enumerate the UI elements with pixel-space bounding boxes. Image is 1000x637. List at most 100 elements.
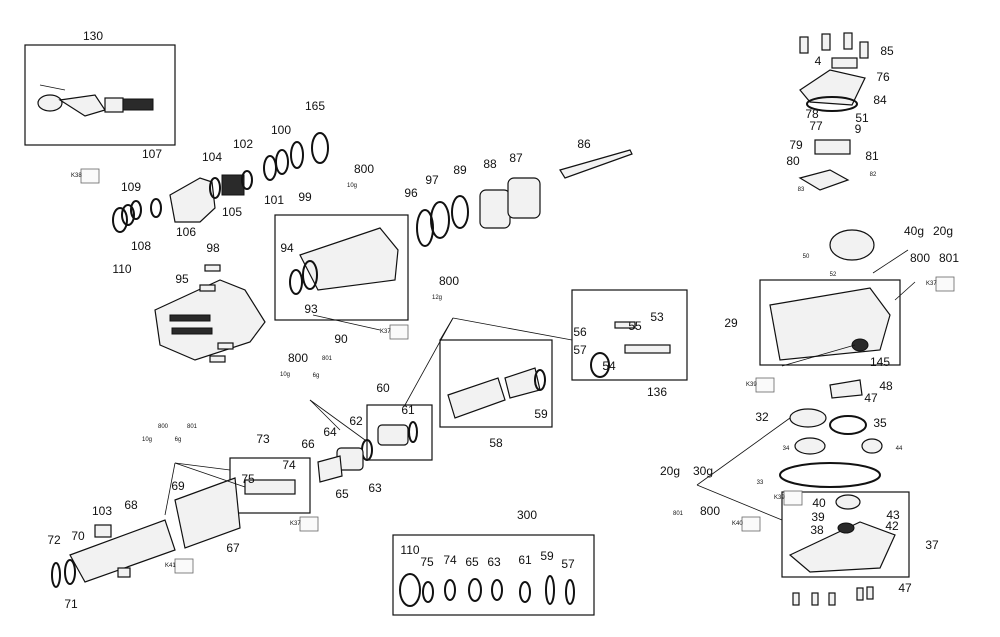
part-number-label: 55 <box>628 319 642 333</box>
part-number-label: 76 <box>876 70 890 84</box>
part-number-label: 40 <box>812 496 826 510</box>
assembly-60 <box>366 404 433 461</box>
part-number-label: 10g <box>142 437 152 443</box>
part-number-label: 67 <box>226 541 240 555</box>
tool-tag-label: K39 <box>774 495 785 501</box>
part-number-label: 108 <box>131 239 151 253</box>
part-number-label: 62 <box>349 414 363 428</box>
part-number-label: 75 <box>420 555 434 569</box>
part-number-label: 145 <box>870 355 890 369</box>
part-number-label: 85 <box>880 44 894 58</box>
part-number-label: 66 <box>301 437 315 451</box>
part-number-label: 104 <box>202 150 222 164</box>
part-number-label: 20g <box>660 464 680 478</box>
part-number-label: 800 <box>288 351 308 365</box>
part-number-label: 90 <box>334 332 348 346</box>
part-number-label: 63 <box>368 481 382 495</box>
part-number-label: 60 <box>376 381 390 395</box>
part-number-label: 801 <box>322 356 333 362</box>
tool-tag-label: K37 <box>926 281 937 287</box>
part-number-label: 89 <box>453 163 467 177</box>
part-number-label: 44 <box>896 446 903 452</box>
part-number-label: 59 <box>534 407 548 421</box>
part-number-label: 800 <box>158 424 169 430</box>
part-number-label: 136 <box>647 385 667 399</box>
part-number-label: 57 <box>561 557 575 571</box>
part-number-label: 29 <box>724 316 738 330</box>
part-number-label: 800 <box>439 274 459 288</box>
part-number-label: 101 <box>264 193 284 207</box>
tool-icon <box>755 377 775 393</box>
part-number-label: 35 <box>873 416 887 430</box>
part-number-label: 64 <box>323 425 337 439</box>
part-number-label: 58 <box>489 436 503 450</box>
part-number-label: 63 <box>487 555 501 569</box>
part-number-label: 57 <box>573 343 587 357</box>
part-number-label: 83 <box>798 187 805 193</box>
upper-parts <box>112 132 633 233</box>
part-number-label: 300 <box>517 508 537 522</box>
assembly-box-136 <box>571 289 688 381</box>
part-number-label: 51 <box>855 111 869 125</box>
part-number-label: 4 <box>815 54 822 68</box>
part-number-label: 86 <box>577 137 591 151</box>
tool-icon <box>389 324 409 340</box>
part-number-label: 110 <box>112 262 131 276</box>
tool-tag-label: K38 <box>71 173 82 179</box>
part-number-label: 102 <box>233 137 253 151</box>
tool-icon <box>174 558 194 574</box>
part-number-label: 80 <box>786 154 800 168</box>
assembly-box-90 <box>274 214 409 321</box>
part-number-label: 38 <box>810 523 824 537</box>
part-number-label: 800 <box>700 504 720 518</box>
part-number-label: 47 <box>898 581 912 595</box>
part-number-label: 98 <box>206 241 220 255</box>
part-number-label: 53 <box>650 310 664 324</box>
part-number-label: 109 <box>121 180 141 194</box>
part-number-label: 43 <box>886 508 900 522</box>
tool-icon <box>783 490 803 506</box>
part-number-label: 9 <box>855 122 862 136</box>
part-number-label: 65 <box>465 555 479 569</box>
part-number-label: 84 <box>873 93 887 107</box>
part-number-label: 52 <box>830 272 837 278</box>
part-number-label: 82 <box>870 172 877 178</box>
part-number-label: 10g <box>280 372 290 378</box>
part-number-label: 103 <box>92 504 112 518</box>
part-number-label: 50 <box>803 254 810 260</box>
part-number-label: 42 <box>885 519 899 533</box>
tool-tag-label: K37 <box>380 329 391 335</box>
tool-tag-label: K37 <box>290 521 301 527</box>
lower-parts <box>51 439 373 588</box>
part-number-label: 10g <box>347 183 357 189</box>
part-number-label: 54 <box>602 359 616 373</box>
callout-leaders <box>164 249 916 521</box>
part-number-label: 72 <box>47 533 61 547</box>
part-number-label: 68 <box>124 498 138 512</box>
tool-icon <box>80 168 100 184</box>
part-number-label: 81 <box>865 149 879 163</box>
part-number-label: 30g <box>693 464 713 478</box>
part-number-label: 97 <box>425 173 439 187</box>
part-number-label: 87 <box>509 151 523 165</box>
part-number-label: 94 <box>280 241 294 255</box>
part-number-label: 48 <box>879 379 893 393</box>
part-number-label: 107 <box>142 147 162 161</box>
part-number-label: 93 <box>304 302 318 316</box>
part-number-label: 70 <box>71 529 85 543</box>
part-number-label: 99 <box>298 190 312 204</box>
part-number-label: 79 <box>789 138 803 152</box>
assembly-box-300 <box>392 534 595 616</box>
part-number-label: 75 <box>241 472 255 486</box>
part-number-label: 71 <box>64 597 78 611</box>
tool-icon <box>935 276 955 292</box>
part-number-label: 65 <box>335 487 349 501</box>
assembly-box-58 <box>439 339 553 428</box>
part-number-label: 801 <box>673 511 684 517</box>
part-number-label: 77 <box>809 119 823 133</box>
tool-icon <box>741 516 761 532</box>
part-number-label: 95 <box>175 272 189 286</box>
